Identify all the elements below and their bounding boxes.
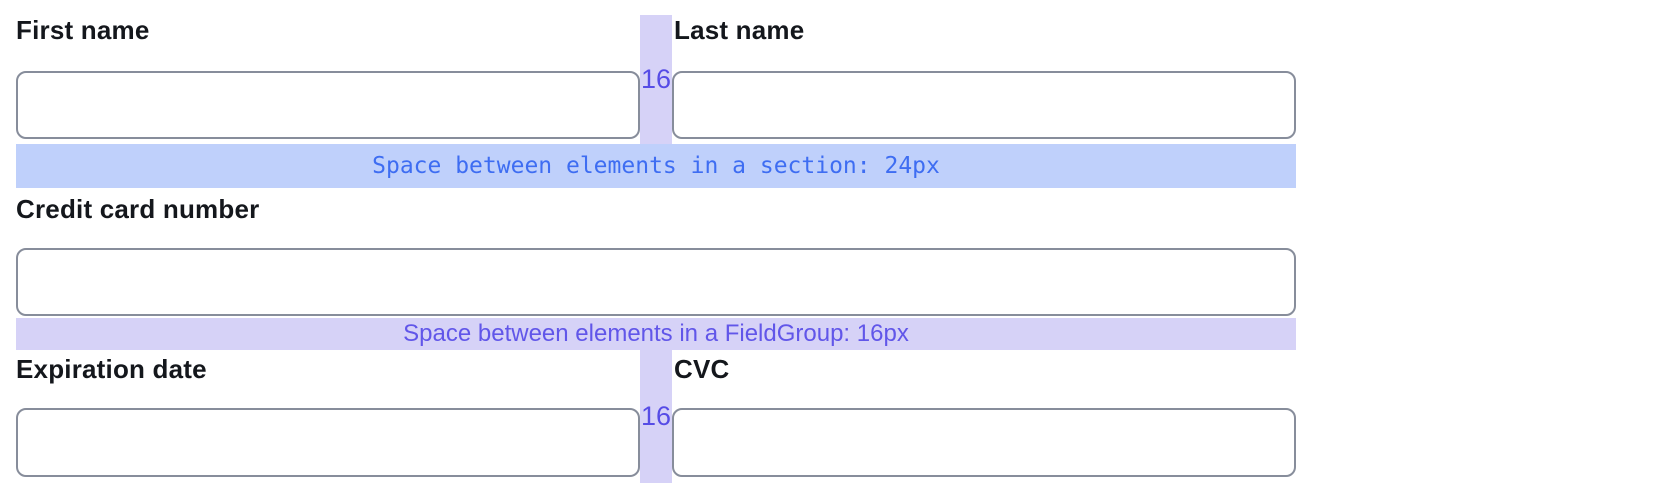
column-gap-highlight-top (640, 15, 672, 144)
first-name-input[interactable] (16, 71, 640, 139)
credit-card-number-input[interactable] (16, 248, 1296, 316)
section-spacing-band: Space between elements in a section: 24p… (16, 144, 1296, 188)
credit-card-number-label: Credit card number (16, 194, 260, 224)
column-gap-size-label-top: 16 (640, 64, 672, 94)
cvc-label: CVC (674, 354, 730, 384)
fieldgroup-spacing-band: Space between elements in a FieldGroup: … (16, 318, 1296, 350)
first-name-label: First name (16, 15, 150, 45)
last-name-label: Last name (674, 15, 805, 45)
fieldgroup-spacing-label: Space between elements in a FieldGroup: … (403, 320, 909, 347)
column-gap-size-label-bottom: 16 (640, 401, 672, 431)
expiration-date-input[interactable] (16, 408, 640, 477)
column-gap-highlight-bottom (640, 350, 672, 483)
last-name-input[interactable] (672, 71, 1296, 139)
section-spacing-label: Space between elements in a section: 24p… (372, 153, 940, 179)
cvc-input[interactable] (672, 408, 1296, 477)
expiration-date-label: Expiration date (16, 354, 207, 384)
